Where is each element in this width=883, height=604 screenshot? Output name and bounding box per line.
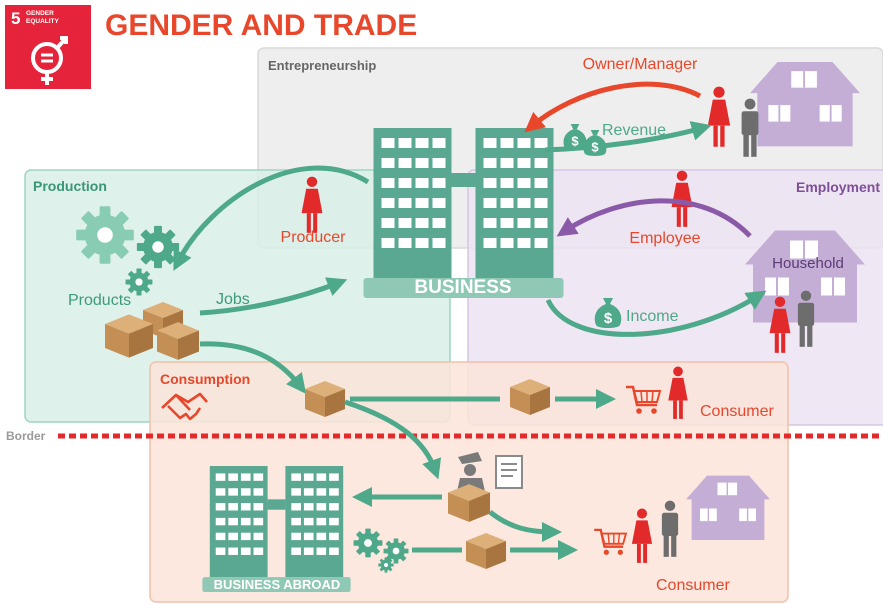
owner-to-business-arrow [524, 81, 702, 133]
page-title: GENDER AND TRADE [105, 9, 417, 42]
border-label: Border [6, 429, 46, 443]
business-building: BUSINESS [363, 128, 564, 298]
handshake-icon [161, 392, 208, 421]
sdg-label-line2: EQUALITY [26, 18, 60, 25]
employee-to-business-arrow [556, 198, 752, 238]
border-to-consumer-abroad-arrow [488, 510, 562, 542]
products-label: Products [68, 292, 131, 309]
income-label: Income [626, 308, 679, 325]
household-label: Household [772, 255, 844, 272]
gender-equality-icon [31, 36, 68, 85]
to-border-arrow [344, 399, 442, 480]
revenue-arrow [544, 121, 712, 153]
region-label-employment: Employment [796, 179, 880, 195]
business-abroad-building: BUSINESS ABROAD [202, 466, 351, 592]
business-to-products-arrow [173, 165, 370, 271]
business-abroad-label: BUSINESS ABROAD [214, 577, 341, 592]
sdg-number: 5 [11, 9, 20, 28]
border-line: Border [6, 429, 883, 443]
revenue-label: Revenue [602, 122, 666, 139]
consumer-abroad-label: Consumer [656, 577, 730, 594]
region-label-production: Production [33, 178, 107, 194]
sdg-label-line1: GENDER [26, 10, 54, 17]
region-label-entrepreneurship: Entrepreneurship [268, 58, 376, 73]
jobs-arrow [199, 277, 348, 316]
consumer-abroad-house [686, 475, 770, 540]
consumer-domestic-label: Consumer [700, 403, 774, 420]
region-label-consumption: Consumption [160, 371, 250, 387]
owner-manager-label: Owner/Manager [583, 56, 698, 73]
customs-officer-icon [456, 452, 486, 496]
jobs-label: Jobs [216, 291, 250, 308]
sdg-badge: 5 GENDER EQUALITY [5, 5, 91, 89]
products-to-consumption-arrow [199, 341, 307, 394]
document-icon [495, 455, 523, 489]
producer-label: Producer [281, 229, 347, 246]
employee-label: Employee [629, 230, 700, 247]
income-arrow [545, 290, 767, 337]
owner-house [750, 62, 860, 147]
business-label: BUSINESS [414, 277, 511, 298]
